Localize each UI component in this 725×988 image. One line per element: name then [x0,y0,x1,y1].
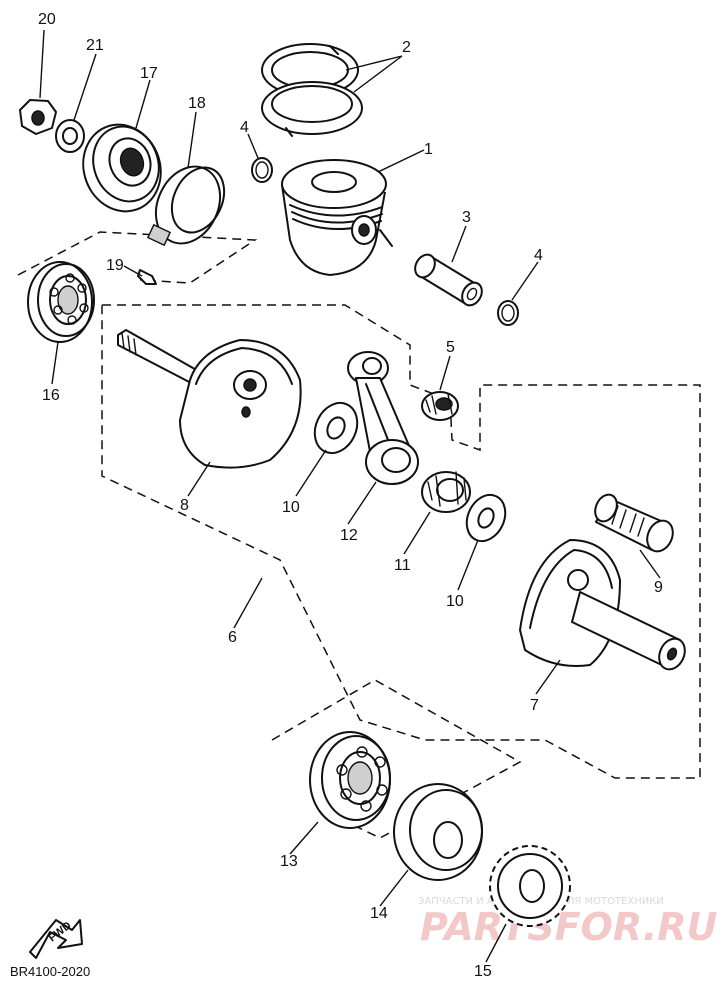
label-11: 11 [394,557,411,574]
circlip-lower-part [497,300,519,326]
crank-right-part [519,539,686,671]
bearing-13-part [309,731,391,829]
piston-pin-part [414,253,483,307]
label-16: 16 [42,387,60,404]
label-21: 21 [86,37,104,54]
label-6: 6 [228,629,237,646]
part-labels: 20 21 17 18 2 4 1 3 4 19 16 5 8 10 12 11… [38,11,663,980]
label-15: 15 [474,963,492,980]
crank-left-part [117,329,302,469]
diagram-code: BR4100-2020 [10,964,90,979]
label-1: 1 [424,141,433,158]
label-10-upper: 10 [282,499,300,516]
watermark: ЗАПЧАСТИ И АКСЕССУАРЫ ДЛЯ МОТОТЕХНИКИ PA… [418,896,718,949]
label-2: 2 [402,39,411,56]
thrust-washer-upper-part [313,401,359,455]
crankshaft-assembly-outline [101,304,701,779]
piston-rings-part [261,43,363,137]
label-3: 3 [462,209,471,226]
label-5: 5 [446,339,455,356]
label-10-lower: 10 [446,593,464,610]
washer-part [55,119,85,153]
circlip-upper-part [251,157,273,183]
thrust-washer-lower-part [465,493,507,543]
bearing-16-part [27,261,95,343]
label-18: 18 [188,95,206,112]
piston-part [281,159,393,276]
crank-pin-part [594,493,674,553]
label-9: 9 [654,579,663,596]
label-4-lower: 4 [534,247,543,264]
lower-group-outline [271,679,522,839]
label-19: 19 [106,257,124,274]
nut-part [19,99,57,135]
collar-part [146,165,226,247]
primary-gear-part [489,845,571,927]
watermark-brand: PARTSFOR.RU [420,905,718,949]
needle-bearing-small-part [421,391,459,421]
label-4-upper: 4 [240,119,249,136]
assembly-outlines [17,231,701,839]
oil-seal-part [82,123,162,213]
label-20: 20 [38,11,56,28]
label-14: 14 [370,905,388,922]
label-17: 17 [140,65,158,82]
label-7: 7 [530,697,539,714]
label-8: 8 [180,497,189,514]
woodruff-key-part [137,269,157,285]
oil-seal-14-part [393,783,483,881]
forward-arrow: FWD [29,919,83,959]
connecting-rod-part [347,351,419,485]
label-12: 12 [340,527,358,544]
label-13: 13 [280,853,298,870]
needle-bearing-big-part [421,471,471,513]
leader-lines [39,29,661,963]
upper-left-group-outline [17,231,258,284]
